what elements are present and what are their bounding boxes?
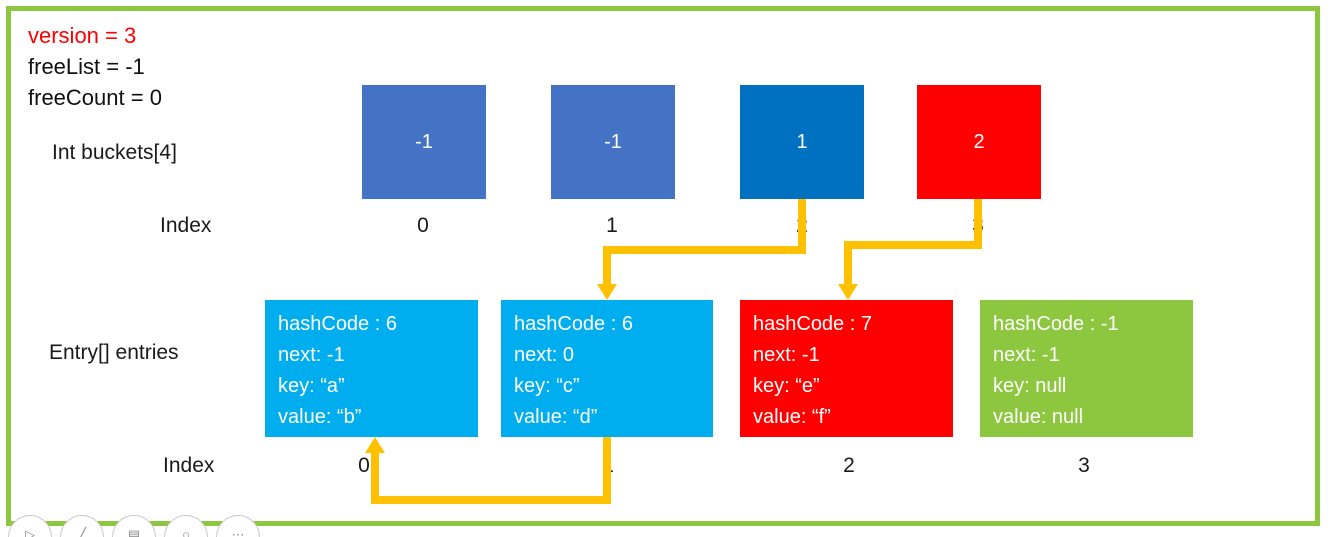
bottom-toolbar[interactable]: ▷ ╱ ▤ ○ ⋯ — [8, 515, 260, 537]
entry-cell-2-next: next: -1 — [753, 344, 820, 366]
entry-index-2: 2 — [843, 454, 855, 477]
freelist-text: freeList = -1 — [28, 54, 145, 79]
entry-cell-0-next: next: -1 — [278, 344, 345, 366]
bucket-cell-2[interactable]: 1 — [740, 85, 864, 199]
entry-cell-1-value: value: “d” — [514, 406, 598, 428]
bucket-index-2: 2 — [796, 214, 808, 237]
entry-index-0: 0 — [358, 454, 370, 477]
entry-cell-1-next: next: 0 — [514, 344, 575, 366]
bucket-cell-2-value: 1 — [796, 130, 808, 153]
buckets-index-label: Index — [160, 214, 212, 237]
entry-cell-3-hashcode: hashCode : -1 — [993, 313, 1119, 335]
entry-cell-1[interactable]: hashCode : 6 next: 0 key: “c” value: “d” — [501, 300, 713, 437]
bucket-cell-3-value: 2 — [973, 130, 985, 153]
entry-cell-0-hashcode: hashCode : 6 — [278, 313, 397, 335]
entry-cell-2-value: value: “f” — [753, 406, 831, 428]
arrow-bucket3-to-entry2 — [838, 199, 982, 300]
entry-cell-2[interactable]: hashCode : 7 next: -1 key: “e” value: “f… — [740, 300, 953, 437]
bucket-cell-3[interactable]: 2 — [917, 85, 1041, 199]
bucket-cell-0[interactable]: -1 — [362, 85, 486, 199]
play-glyph: ▷ — [25, 527, 35, 537]
entry-cell-1-hashcode: hashCode : 6 — [514, 313, 633, 335]
arrow-entry1-to-entry0 — [365, 437, 611, 504]
pen-glyph: ╱ — [78, 527, 86, 537]
more-icon[interactable]: ⋯ — [216, 515, 260, 537]
bucket-index-3: 3 — [972, 214, 984, 237]
record-glyph: ○ — [182, 527, 190, 537]
bucket-index-0: 0 — [417, 214, 429, 237]
entry-cell-3-value: value: null — [993, 406, 1084, 428]
entry-index-3: 3 — [1078, 454, 1090, 477]
entry-cell-0-value: value: “b” — [278, 406, 362, 428]
pen-icon[interactable]: ╱ — [60, 515, 104, 537]
version-text: version = 3 — [28, 23, 137, 48]
entries-array-label: Entry[] entries — [49, 341, 179, 364]
slides-glyph: ▤ — [127, 527, 141, 537]
buckets-array-label: Int buckets[4] — [52, 141, 177, 164]
more-glyph: ⋯ — [231, 527, 245, 537]
entry-cell-0[interactable]: hashCode : 6 next: -1 key: “a” value: “b… — [265, 300, 478, 437]
entry-cell-3-key: key: null — [993, 375, 1067, 397]
record-icon[interactable]: ○ — [164, 515, 208, 537]
bucket-cell-1-value: -1 — [604, 130, 622, 153]
entry-cell-2-hashcode: hashCode : 7 — [753, 313, 872, 335]
entry-cell-1-key: key: “c” — [514, 375, 580, 397]
bucket-cell-1[interactable]: -1 — [551, 85, 675, 199]
slides-icon[interactable]: ▤ — [112, 515, 156, 537]
entry-cell-3-next: next: -1 — [993, 344, 1060, 366]
entries-index-label: Index — [163, 454, 215, 477]
bucket-index-1: 1 — [606, 214, 618, 237]
green-frame-border — [6, 6, 1320, 526]
entry-cell-2-key: key: “e” — [753, 375, 820, 397]
bucket-cell-0-value: -1 — [415, 130, 433, 153]
entry-cell-0-key: key: “a” — [278, 375, 345, 397]
freecount-text: freeCount = 0 — [28, 85, 162, 110]
entry-index-1: 1 — [602, 454, 614, 477]
entry-cell-3[interactable]: hashCode : -1 next: -1 key: null value: … — [980, 300, 1193, 437]
play-icon[interactable]: ▷ — [8, 515, 52, 537]
